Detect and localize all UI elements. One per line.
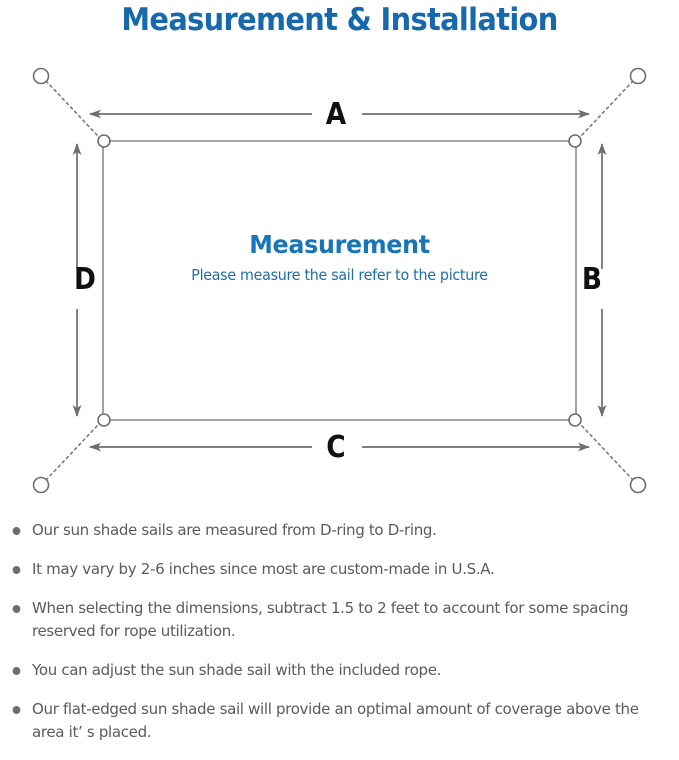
bullet-icon bbox=[12, 566, 21, 574]
dimension-label-d: D bbox=[74, 262, 96, 297]
d-ring-bottom-right bbox=[568, 413, 582, 427]
rope-bottom-right bbox=[581, 425, 633, 480]
bullet-icon bbox=[12, 605, 21, 613]
anchor-point-top-right bbox=[629, 67, 647, 85]
list-item: You can adjust the sun shade sail with t… bbox=[0, 659, 659, 682]
diagram-svg bbox=[32, 67, 647, 494]
page-root: Measurement & Installation bbox=[0, 2, 679, 741]
dimension-label-a: A bbox=[325, 97, 347, 132]
note-text: Our flat-edged sun shade sail will provi… bbox=[32, 700, 639, 741]
anchor-point-bottom-left bbox=[32, 476, 50, 494]
bullet-icon bbox=[12, 706, 21, 714]
list-item: It may vary by 2-6 inches since most are… bbox=[0, 558, 659, 581]
note-text: You can adjust the sun shade sail with t… bbox=[32, 661, 442, 679]
sail-body bbox=[102, 140, 577, 421]
list-item: Our sun shade sails are measured from D-… bbox=[0, 519, 659, 542]
notes-list: Our sun shade sails are measured from D-… bbox=[0, 519, 679, 760]
list-item: Our flat-edged sun shade sail will provi… bbox=[0, 698, 659, 744]
measurement-diagram: A B C D Measurement Please measure the s… bbox=[0, 44, 679, 514]
note-text: Our sun shade sails are measured from D-… bbox=[32, 521, 437, 539]
page-title: Measurement & Installation bbox=[121, 2, 558, 38]
anchor-point-bottom-right bbox=[629, 476, 647, 494]
bullet-icon bbox=[12, 667, 21, 675]
rope-top-left bbox=[46, 81, 98, 136]
rope-top-right bbox=[581, 81, 633, 136]
list-item: When selecting the dimensions, subtract … bbox=[0, 597, 659, 643]
anchor-point-top-left bbox=[32, 67, 50, 85]
note-text: When selecting the dimensions, subtract … bbox=[32, 599, 629, 640]
bullet-icon bbox=[12, 527, 21, 535]
note-text: It may vary by 2-6 inches since most are… bbox=[32, 560, 495, 578]
dimension-label-b: B bbox=[581, 262, 603, 297]
d-ring-top-left bbox=[97, 134, 111, 148]
d-ring-bottom-left bbox=[97, 413, 111, 427]
dimension-label-c: C bbox=[326, 430, 346, 465]
d-ring-top-right bbox=[568, 134, 582, 148]
rope-bottom-left bbox=[46, 425, 98, 480]
